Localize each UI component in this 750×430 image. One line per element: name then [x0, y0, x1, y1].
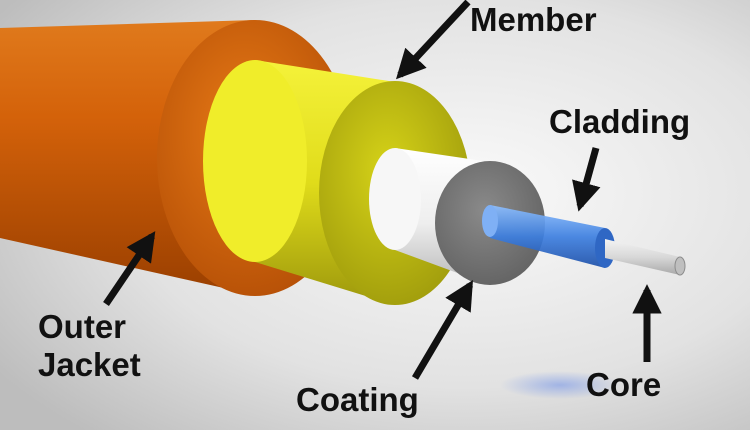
- label-outer-jacket-line1: Outer: [38, 308, 127, 345]
- arrow-member: [395, 0, 471, 80]
- coating-body-cap: [369, 148, 421, 250]
- cladding: [490, 205, 605, 268]
- label-outer-jacket: Outer Jacket: [38, 308, 141, 384]
- core-face: [674, 256, 686, 276]
- arrow-cladding: [572, 147, 601, 212]
- strength-member-body-cap: [203, 60, 307, 262]
- arrow-coating: [411, 279, 474, 380]
- light-reflection: [500, 371, 620, 399]
- core: [605, 239, 680, 275]
- cladding-body-cap: [482, 205, 498, 237]
- label-cladding: Cladding: [549, 103, 691, 140]
- arrow-outer-jacket: [103, 231, 156, 306]
- label-core: Core: [586, 366, 662, 403]
- label-member: Member: [470, 1, 597, 38]
- label-outer-jacket-line2: Jacket: [38, 346, 141, 383]
- label-coating: Coating: [296, 381, 419, 418]
